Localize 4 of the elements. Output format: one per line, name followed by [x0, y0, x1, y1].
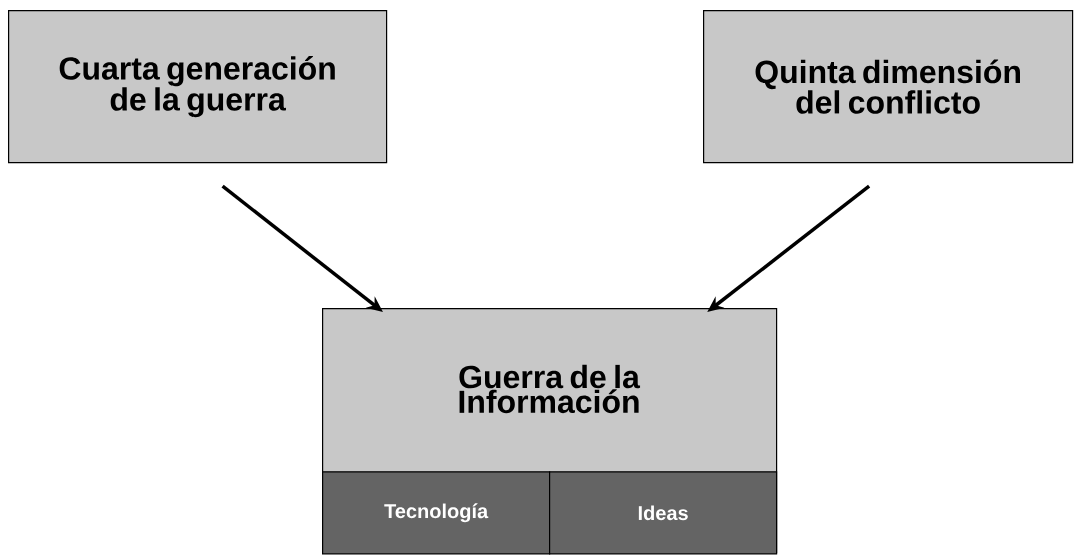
concept-box: Quinta dimensión del conflicto: [703, 10, 1074, 164]
cell: Ideas: [549, 471, 778, 555]
cell: Tecnología: [322, 471, 551, 555]
concept-box: Cuarta generación de la guerra: [8, 10, 388, 164]
